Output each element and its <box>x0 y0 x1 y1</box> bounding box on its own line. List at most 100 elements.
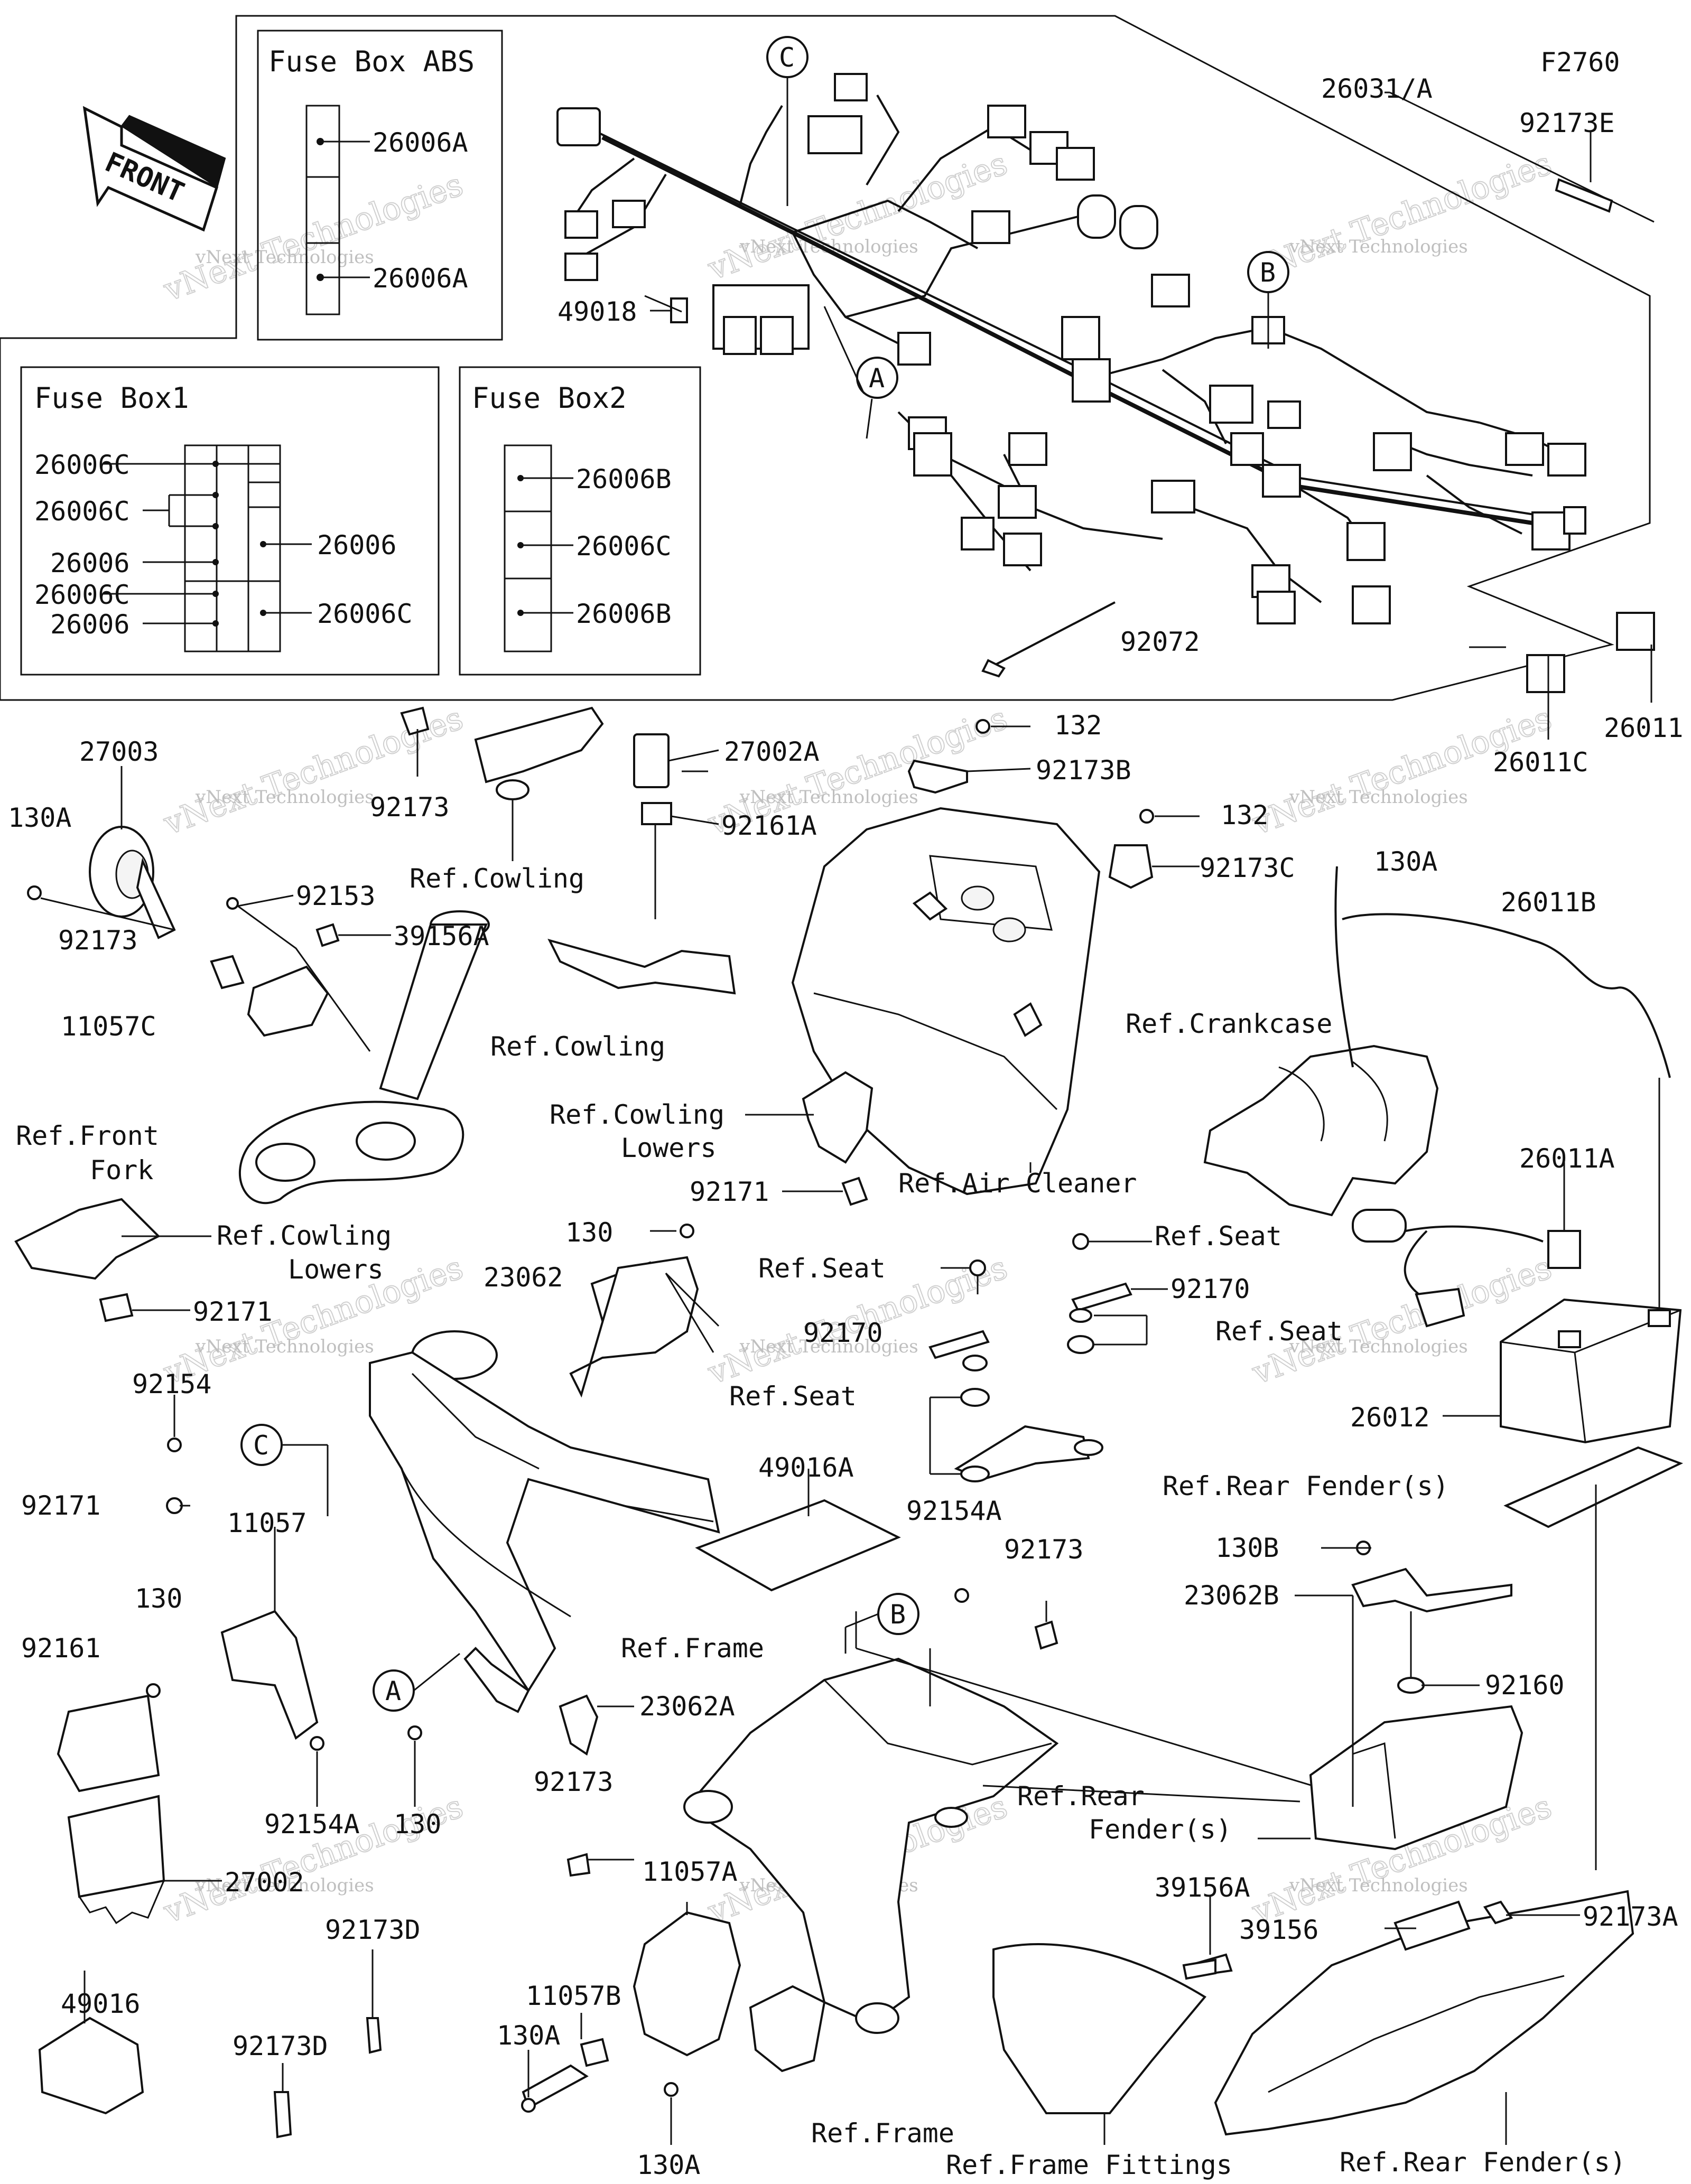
part-label: 49016A <box>758 1452 854 1483</box>
front-fork <box>238 910 490 1204</box>
part-label: 130A <box>1374 846 1437 877</box>
callout-letter: B <box>1260 257 1276 288</box>
part-label: 92161 <box>21 1633 101 1664</box>
fuse-box-abs-title: Fuse Box ABS <box>268 45 475 78</box>
part-label: 26011C <box>1493 747 1588 778</box>
part-label: 11057C <box>61 1011 156 1042</box>
part-label: 92170 <box>803 1318 883 1348</box>
fuse-box-1: Fuse Box1 26006C 26006C 26006 26006C 260… <box>20 366 440 676</box>
fuse-box-2-title: Fuse Box2 <box>472 381 627 415</box>
pad-39156a <box>1182 1958 1216 1980</box>
battery-pad <box>1503 1446 1684 1528</box>
horn-27003 <box>27 766 176 939</box>
watermark: vNext Technologies <box>739 787 918 808</box>
frame-fittings-cover <box>992 1943 1207 2114</box>
part-label: 92154A <box>264 1809 360 1840</box>
part-label: 26006 <box>50 548 130 578</box>
part-label: Ref.Seat <box>758 1253 886 1284</box>
crankcase <box>1203 1044 1439 1217</box>
fuse-strip <box>504 444 552 652</box>
watermark: vNext Technologies <box>195 247 374 268</box>
main-wire-harness <box>556 73 1655 693</box>
part-labels: 26031/A 92173E 49018 92072 26011 26011C … <box>8 73 1684 2180</box>
part-label: Ref.Crankcase <box>1126 1009 1332 1039</box>
part-label: 26006B <box>576 599 672 629</box>
harness-group-outline <box>0 15 1651 701</box>
part-label: 26011B <box>1501 887 1596 918</box>
part-label: 26011 <box>1604 713 1684 743</box>
part-label: 11057 <box>227 1508 307 1538</box>
part-label: 92173D <box>233 2031 328 2061</box>
watermark: vNext Technologies <box>739 1336 918 1357</box>
cowling-lowers-left <box>14 1198 161 1280</box>
part-label: 92171 <box>690 1177 769 1207</box>
part-label: 92173 <box>534 1767 614 1797</box>
bracket-11057 <box>220 1610 319 1740</box>
part-label: Ref.Cowling <box>550 1099 724 1130</box>
part-label: 92171 <box>21 1490 101 1521</box>
part-label: Ref.Rear <box>1017 1781 1145 1812</box>
part-label: Fork <box>90 1155 153 1186</box>
part-label: 92173 <box>1004 1534 1084 1565</box>
callout-c-top: C <box>766 36 809 206</box>
seat-mounts <box>928 1233 1168 1482</box>
part-label: 11057A <box>642 1856 738 1887</box>
watermark: vNext Technologies <box>1289 787 1468 808</box>
plate-92173e <box>1555 178 1613 213</box>
bracket-23062 <box>569 1256 699 1398</box>
fuse-box-2-frame <box>459 366 701 676</box>
part-label: 92173A <box>1583 1901 1678 1932</box>
part-label: 39156A <box>394 921 489 951</box>
relay-27002a <box>633 733 719 919</box>
fuse-box-1-frame <box>20 366 440 676</box>
part-label: 27002 <box>225 1867 304 1898</box>
part-label: Ref.Frame <box>811 2118 954 2149</box>
part-label: 130A <box>497 2020 560 2051</box>
part-label: 92160 <box>1485 1670 1565 1701</box>
part-label: 92170 <box>1170 1274 1250 1304</box>
part-label: 26012 <box>1350 1402 1430 1433</box>
part-label: 132 <box>1054 710 1102 741</box>
part-label: 92173 <box>370 792 450 823</box>
part-label: 11057B <box>526 1981 621 2011</box>
callout-letter: A <box>385 1676 401 1706</box>
diagram-code: F2760 <box>1540 47 1620 78</box>
callout-letter: B <box>890 1599 906 1630</box>
watermark: vNext Technologies <box>195 787 374 808</box>
cable-26011b <box>1334 866 1671 1078</box>
part-label: 130 <box>394 1809 441 1840</box>
frame-rear <box>683 1611 1348 2073</box>
fuse-box-2: Fuse Box2 26006B 26006C 26006B <box>459 366 701 676</box>
part-label: 23062A <box>639 1691 735 1722</box>
battery-tray <box>1295 1541 1523 1851</box>
part-label: 26006C <box>34 450 130 480</box>
part-label: 130A <box>8 802 71 833</box>
part-label: Ref.Air Cleaner <box>898 1168 1137 1199</box>
strap-92173d <box>273 2091 292 2139</box>
part-label: 49018 <box>558 296 637 327</box>
part-label: 23062B <box>1184 1580 1279 1611</box>
callout-letter: A <box>869 363 885 394</box>
callout-a-top: A <box>823 306 898 439</box>
watermark: vNext Technologies <box>195 1875 374 1896</box>
part-label: 130A <box>637 2150 700 2180</box>
part-label: Lowers <box>288 1254 384 1285</box>
bracket-23062a <box>559 1694 599 1756</box>
sheet-49016a <box>695 1499 901 1592</box>
watermark: vNext Technologies <box>1289 236 1468 257</box>
callout-a-low: A <box>373 1653 460 1712</box>
part-label: Fender(s) <box>1089 1814 1232 1845</box>
callout-b-top: B <box>1247 251 1289 349</box>
part-label: Lowers <box>621 1133 717 1163</box>
watermark: vNext Technologies <box>1289 1336 1468 1357</box>
bracket-11057c <box>247 965 329 1037</box>
part-label: Ref.Cowling <box>410 863 584 894</box>
part-label: Ref.Front <box>16 1121 159 1151</box>
part-label: 27002A <box>724 736 820 767</box>
part-label: 92173C <box>1200 853 1295 883</box>
part-label: 132 <box>1221 800 1268 830</box>
part-label: 23062 <box>484 1262 563 1293</box>
wire-26011a <box>1352 1162 1581 1328</box>
cowling-bracket <box>400 706 604 861</box>
part-label: Ref.Seat <box>1155 1221 1282 1252</box>
